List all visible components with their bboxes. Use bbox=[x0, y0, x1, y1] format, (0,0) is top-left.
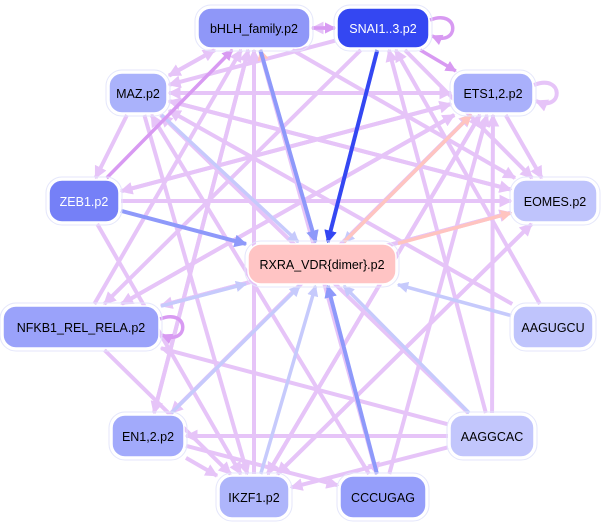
edge-snai-to-eomes bbox=[403, 48, 534, 180]
node-label: EOMES.p2 bbox=[524, 195, 587, 209]
node-cccugag[interactable]: CCCUGAG bbox=[336, 472, 430, 522]
node-maz[interactable]: MAZ.p2 bbox=[105, 69, 171, 117]
edge-bhlh-to-rxra bbox=[258, 49, 319, 244]
node-halo bbox=[194, 4, 314, 52]
edge-ets-to-ikzf1 bbox=[265, 113, 482, 476]
edge-aagugcu-to-rxra bbox=[396, 281, 512, 318]
edge-zeb1-to-rxra bbox=[120, 208, 248, 248]
edge-rxra-to-eomes bbox=[397, 210, 513, 246]
edge-snai-to-rxra bbox=[324, 49, 380, 244]
node-halo bbox=[45, 176, 123, 226]
node-halo bbox=[244, 240, 400, 288]
edge-aaggcac-to-nfkb bbox=[159, 344, 449, 427]
node-label: IKZF1.p2 bbox=[228, 491, 279, 505]
node-ikzf1[interactable]: IKZF1.p2 bbox=[215, 472, 293, 522]
node-label: EN1,2.p2 bbox=[122, 430, 174, 444]
node-box bbox=[197, 7, 311, 49]
node-halo bbox=[446, 411, 538, 461]
edge-bhlh-to-eomes bbox=[291, 48, 517, 180]
node-box bbox=[218, 475, 290, 519]
edge-zeb1-to-bhlh bbox=[105, 48, 234, 180]
node-box bbox=[48, 179, 120, 223]
edge-snai-to-maz bbox=[167, 38, 336, 89]
edge-ikzf1-to-rxra bbox=[259, 284, 319, 475]
edge-ets-to-nfkb bbox=[120, 113, 456, 306]
edge-maz-to-zeb1 bbox=[93, 114, 129, 180]
edge-en12-to-ikzf1 bbox=[185, 456, 219, 478]
node-ets[interactable]: ETS1,2.p2 bbox=[449, 69, 537, 117]
edge-en12-to-rxra bbox=[170, 284, 301, 415]
node-box bbox=[512, 179, 598, 223]
node-box bbox=[2, 305, 160, 349]
node-label: bHLH_family.p2 bbox=[210, 22, 298, 36]
node-halo bbox=[215, 472, 293, 522]
node-halo bbox=[509, 176, 601, 226]
node-halo bbox=[449, 69, 537, 117]
node-snai[interactable]: SNAI1..3.p2 bbox=[333, 4, 433, 52]
node-halo bbox=[108, 411, 188, 461]
node-aagugcu[interactable]: AAGUGCU bbox=[509, 302, 597, 352]
node-label: AAGUGCU bbox=[521, 321, 584, 335]
node-label: CCCUGAG bbox=[351, 491, 415, 505]
node-nfkb[interactable]: NFKB1_REL_RELA.p2 bbox=[0, 302, 163, 352]
node-box bbox=[512, 305, 594, 349]
edge-ets-to-eomes bbox=[503, 114, 544, 180]
node-halo bbox=[336, 472, 430, 522]
node-halo bbox=[105, 69, 171, 117]
node-label: ETS1,2.p2 bbox=[463, 87, 522, 101]
edge-snai-to-nfkb bbox=[102, 48, 363, 306]
node-rxra[interactable]: RXRA_VDR{dimer}.p2 bbox=[244, 240, 400, 288]
node-label: ZEB1.p2 bbox=[60, 195, 109, 209]
node-zeb1[interactable]: ZEB1.p2 bbox=[45, 176, 123, 226]
edge-snai-to-snai bbox=[429, 16, 455, 46]
edge-bhlh-to-maz bbox=[167, 48, 216, 78]
node-bhlh[interactable]: bHLH_family.p2 bbox=[194, 4, 314, 52]
node-box bbox=[449, 414, 535, 458]
node-box bbox=[247, 243, 397, 285]
node-box bbox=[452, 72, 534, 114]
node-eomes[interactable]: EOMES.p2 bbox=[509, 176, 601, 226]
edge-cccugag-to-rxra bbox=[324, 284, 379, 475]
edge-rxra-to-ets bbox=[342, 113, 473, 244]
node-halo bbox=[509, 302, 597, 352]
node-aaggcac[interactable]: AAGGCAC bbox=[446, 411, 538, 461]
node-label: MAZ.p2 bbox=[116, 87, 160, 101]
node-box bbox=[111, 414, 185, 458]
edge-maz-to-rxra bbox=[160, 113, 300, 244]
node-halo bbox=[333, 4, 433, 52]
edge-eomes-to-maz bbox=[167, 97, 512, 192]
edge-aaggcac-to-rxra bbox=[342, 284, 471, 415]
edge-ets-to-ets bbox=[533, 80, 559, 112]
node-halo bbox=[0, 302, 163, 352]
edge-nfkb-to-nfkb bbox=[159, 315, 185, 345]
edge-snai-to-ets bbox=[419, 48, 457, 73]
node-box bbox=[108, 72, 168, 114]
node-label: AAGGCAC bbox=[461, 430, 524, 444]
node-box bbox=[339, 475, 427, 519]
node-box bbox=[336, 7, 430, 49]
node-en12[interactable]: EN1,2.p2 bbox=[108, 411, 188, 461]
edge-nfkb-to-rxra bbox=[160, 280, 248, 308]
node-label: RXRA_VDR{dimer}.p2 bbox=[259, 258, 384, 272]
node-label: SNAI1..3.p2 bbox=[349, 22, 416, 36]
node-label: NFKB1_REL_RELA.p2 bbox=[17, 321, 146, 335]
